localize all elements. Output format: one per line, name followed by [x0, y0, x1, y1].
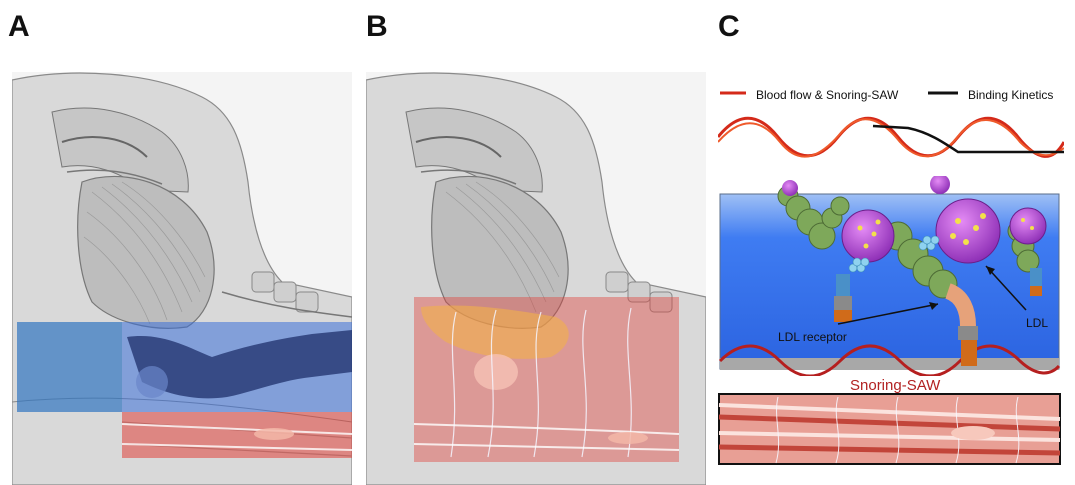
legend-binding-kinetics-label: Binding Kinetics — [968, 88, 1053, 102]
binding-kinetics-legend-line — [926, 86, 960, 100]
head-anatomy-illustration-b — [366, 72, 706, 485]
panel-label-a: A — [8, 10, 30, 44]
vessel-inset — [718, 393, 1061, 465]
head-anatomy-illustration-a — [12, 72, 352, 485]
panel-b-anatomy — [366, 72, 706, 485]
panel-a-anatomy — [12, 72, 352, 485]
snoring-saw-label: Snoring-SAW — [850, 377, 940, 394]
legend-blood-flow-label: Blood flow & Snoring-SAW — [756, 88, 898, 102]
panel-label-c: C — [718, 10, 740, 44]
saw-wave-plot — [718, 112, 1064, 162]
ldl-receptor-illustration — [718, 176, 1061, 376]
ldl-receptor-label: LDL receptor — [778, 330, 847, 344]
blood-flow-legend-line — [718, 86, 748, 100]
ldl-label: LDL — [1026, 316, 1048, 330]
panel-label-b: B — [366, 10, 388, 44]
